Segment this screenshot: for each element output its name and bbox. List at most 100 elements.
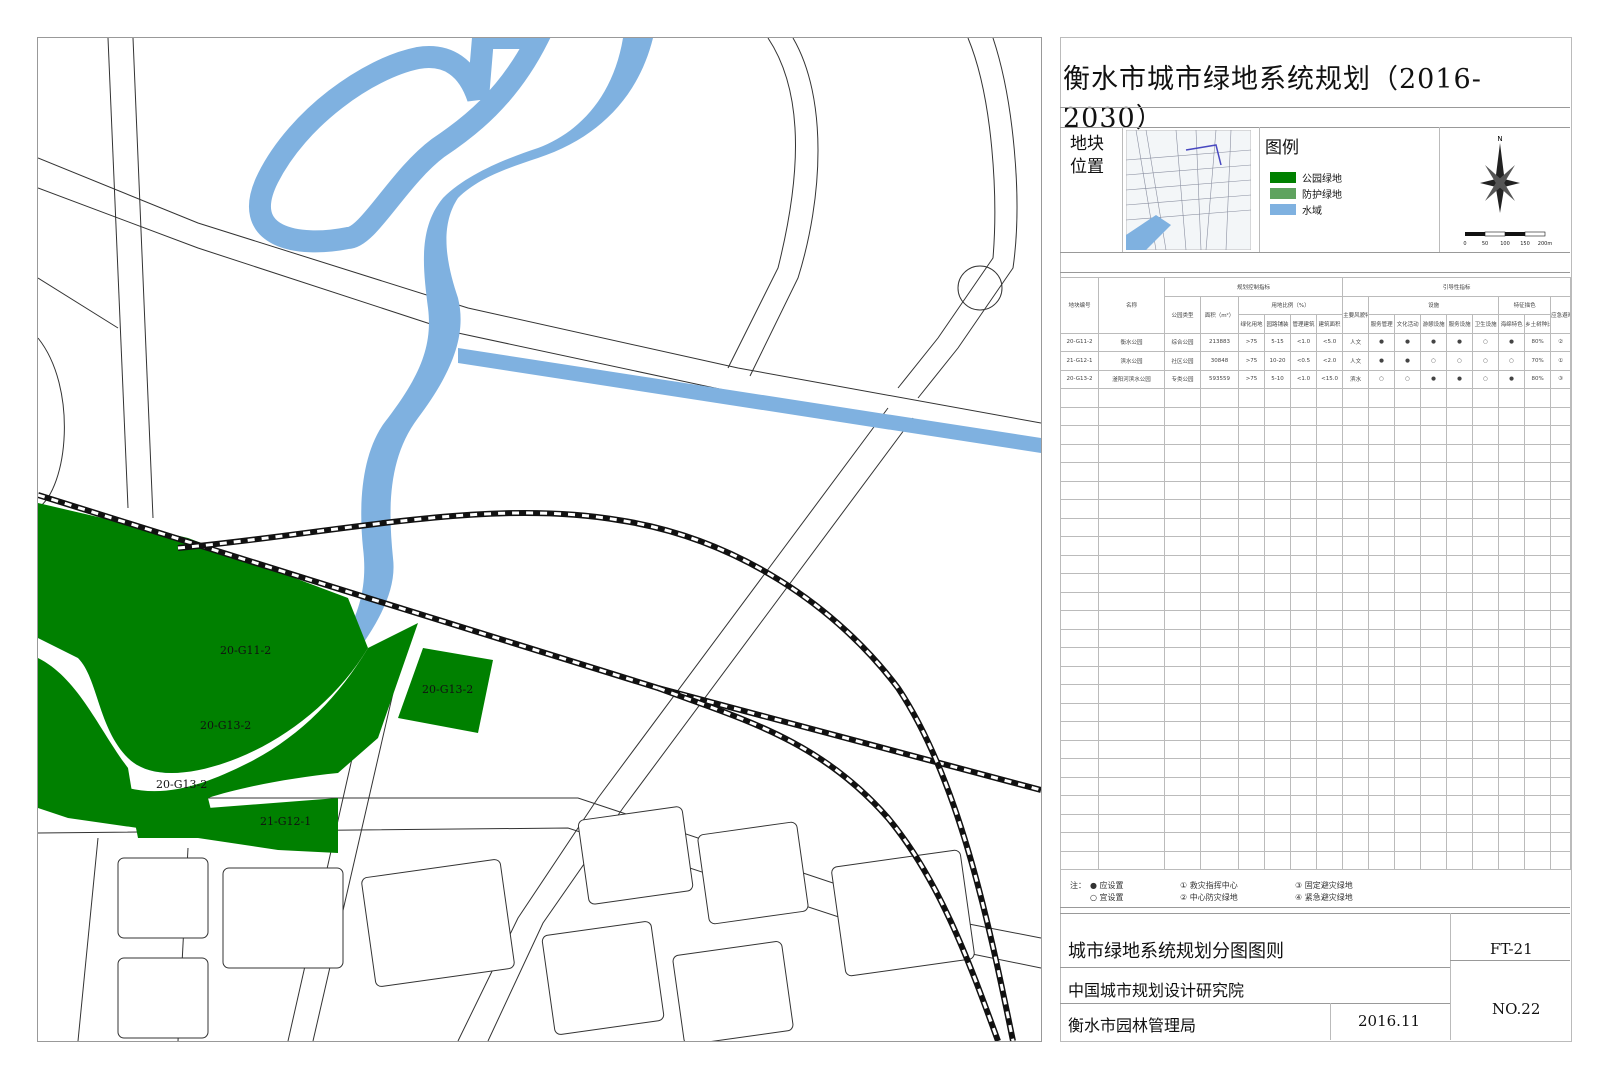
table-cell xyxy=(1238,739,1265,759)
table-cell xyxy=(1524,739,1552,759)
column-header: 服务设施 xyxy=(1446,314,1474,334)
block xyxy=(672,941,794,1041)
table-cell xyxy=(1446,425,1474,445)
map-canvas[interactable]: 20-G11-2 20-G13-2 20-G13-2 20-G13-2 21-G… xyxy=(37,37,1042,1042)
table-cell xyxy=(1264,813,1291,833)
table-cell xyxy=(1238,795,1265,815)
table-cell xyxy=(1164,813,1201,833)
parcel-20-G13-2-b[interactable] xyxy=(38,658,138,828)
table-row-empty xyxy=(1060,795,1572,815)
table-cell xyxy=(1420,462,1448,482)
table-cell xyxy=(1200,628,1239,648)
table-cell xyxy=(1524,425,1552,445)
table-cell: 70% xyxy=(1524,351,1552,371)
table-cell xyxy=(1420,813,1448,833)
table-cell xyxy=(1550,480,1572,500)
table-cell xyxy=(1264,850,1291,870)
table-cell xyxy=(1524,776,1552,796)
table-cell xyxy=(1550,425,1572,445)
parcel-20-G13-2-c[interactable] xyxy=(398,648,493,733)
divider xyxy=(1060,1003,1450,1004)
table-cell: 20-G11-2 xyxy=(1060,332,1099,352)
table-cell xyxy=(1290,425,1317,445)
column-header: 公园类型 xyxy=(1164,295,1201,334)
table-cell xyxy=(1524,665,1552,685)
table-cell xyxy=(1524,610,1552,630)
table-cell xyxy=(1238,443,1265,463)
table-cell xyxy=(1315,665,1344,685)
table-cell xyxy=(1394,499,1422,519)
table-row-empty xyxy=(1060,573,1572,593)
table-cell xyxy=(1290,462,1317,482)
table-cell xyxy=(1472,480,1500,500)
table-cell: 5-10 xyxy=(1264,369,1291,389)
table-cell xyxy=(1342,554,1370,574)
minimap-water xyxy=(1126,215,1171,250)
table-cell xyxy=(1368,425,1396,445)
table-cell xyxy=(1060,554,1099,574)
table-cell xyxy=(1524,684,1552,704)
table-cell xyxy=(1420,406,1448,426)
table-cell xyxy=(1498,850,1526,870)
table-cell xyxy=(1238,610,1265,630)
table-cell xyxy=(1420,832,1448,852)
table-cell xyxy=(1446,499,1474,519)
table-cell xyxy=(1550,462,1572,482)
road-line xyxy=(749,38,819,377)
table-cell xyxy=(1098,795,1165,815)
table-cell xyxy=(1524,813,1552,833)
table-cell xyxy=(1498,795,1526,815)
table-cell xyxy=(1394,591,1422,611)
table-cell xyxy=(1342,795,1370,815)
table-cell xyxy=(1290,517,1317,537)
block xyxy=(697,821,809,925)
parcel-20-G11-2[interactable] xyxy=(38,503,368,773)
table-cell: ① xyxy=(1550,351,1572,371)
table-cell xyxy=(1098,388,1165,408)
table-group-header-row: 地块编号 名称 规划控制指标 引导性指标 xyxy=(1060,277,1572,334)
table-cell xyxy=(1200,443,1239,463)
table-cell xyxy=(1550,536,1572,556)
note-item: ● 应设置 xyxy=(1090,881,1124,890)
sub-header: 用地比例（%） xyxy=(1237,295,1344,315)
table-cell xyxy=(1200,721,1239,741)
table-cell: 人文 xyxy=(1342,332,1370,352)
table-cell xyxy=(1524,554,1552,574)
table-cell xyxy=(1394,554,1422,574)
table-cell xyxy=(1315,813,1344,833)
table-cell xyxy=(1550,499,1572,519)
table-cell xyxy=(1264,517,1291,537)
table-cell xyxy=(1200,517,1239,537)
table-cell xyxy=(1524,536,1552,556)
table-cell xyxy=(1550,739,1572,759)
table-cell xyxy=(1238,517,1265,537)
table-cell xyxy=(1472,406,1500,426)
table-cell xyxy=(1098,628,1165,648)
scale-seg xyxy=(1505,232,1525,236)
table-cell: ○ xyxy=(1472,351,1500,371)
table-row-empty xyxy=(1060,758,1572,778)
table-cell xyxy=(1498,462,1526,482)
table-cell xyxy=(1394,610,1422,630)
table-cell xyxy=(1315,758,1344,778)
table-cell xyxy=(1060,425,1099,445)
table-cell xyxy=(1060,702,1099,722)
table-cell xyxy=(1290,443,1317,463)
table-cell xyxy=(1200,832,1239,852)
table-cell xyxy=(1524,850,1552,870)
table-row-empty xyxy=(1060,499,1572,519)
railway-2-dash xyxy=(177,511,1015,1041)
table-cell xyxy=(1394,813,1422,833)
table-cell xyxy=(1446,573,1474,593)
parcel-21-G12-1[interactable] xyxy=(198,798,338,853)
note-item: ③ 固定避灾绿地 xyxy=(1295,881,1353,890)
road-line xyxy=(457,407,889,1041)
parcel-20-G13-2-a[interactable] xyxy=(128,623,418,838)
location-minimap xyxy=(1126,130,1251,250)
table-cell xyxy=(1164,832,1201,852)
table-cell xyxy=(1472,758,1500,778)
table-cell xyxy=(1368,702,1396,722)
table-cell xyxy=(1200,573,1239,593)
table-cell xyxy=(1394,647,1422,667)
parcel-label: 20-G11-2 xyxy=(220,644,271,657)
